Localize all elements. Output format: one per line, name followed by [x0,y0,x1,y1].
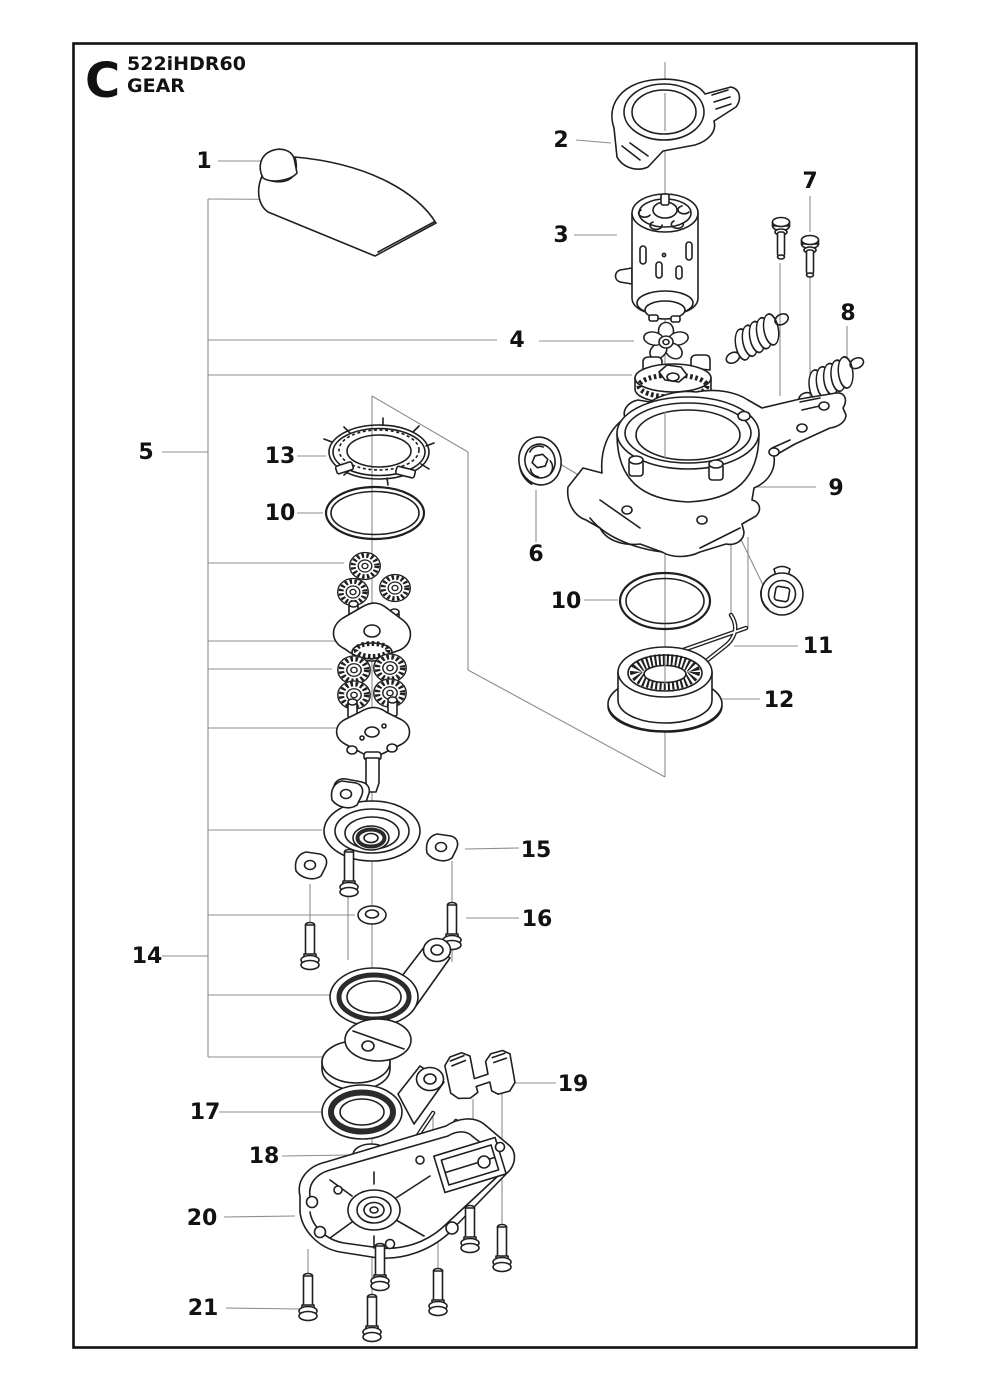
callout-18: 18 [249,1144,280,1169]
cam-knob-drawing [760,565,804,616]
grease-tube-drawing [257,148,437,257]
callout-10-right: 10 [551,589,582,614]
lock-ring-drawing [323,417,435,486]
mid-washer-drawing [357,905,387,925]
seal-ring-plate-drawing [321,1065,445,1140]
splined-bushing-drawing [607,646,723,733]
callout-6: 6 [528,542,543,567]
model-number: 522iHDR60 [127,53,246,75]
callout-12: 12 [764,688,795,713]
callout-9: 9 [828,476,843,501]
bottom-housing-drawing [298,1118,516,1260]
callout-2: 2 [553,128,568,153]
gear-housing-drawing [566,389,847,558]
electric-motor-drawing [614,193,699,323]
callout-15: 15 [521,838,552,863]
section-letter: C [85,53,120,109]
callout-labels: 1 2 3 4 5 6 7 8 9 13 10 10 11 12 14 15 1… [132,128,856,1321]
motor-coupling-star-drawing [643,321,689,360]
callout-19: 19 [558,1072,589,1097]
callout-16: 16 [522,907,553,932]
callout-7: 7 [802,169,817,194]
callout-4: 4 [509,328,524,353]
o-ring-right-drawing [618,571,712,631]
clamp-block-drawing [444,1049,516,1100]
o-ring-left-drawing [324,485,426,541]
callout-13: 13 [265,444,296,469]
callout-1: 1 [196,149,211,174]
diagram-frame [72,42,918,1349]
carrier-upper-drawing [332,600,412,662]
callout-11: 11 [803,634,834,659]
motor-cover-drawing [611,78,741,170]
group-name: GEAR [127,75,185,97]
callout-10-left: 10 [265,501,296,526]
callout-3: 3 [553,223,568,248]
callout-21: 21 [188,1296,219,1321]
callout-17: 17 [190,1100,221,1125]
callout-8: 8 [840,301,855,326]
zone-lines [371,395,666,778]
callout-14: 14 [132,944,163,969]
callout-20: 20 [187,1206,218,1231]
callout-5: 5 [138,440,153,465]
cam-disc-drawing [518,436,562,486]
eccentric-discs-drawing [321,1018,412,1091]
title-block: C 522iHDR60 GEAR [85,53,246,109]
